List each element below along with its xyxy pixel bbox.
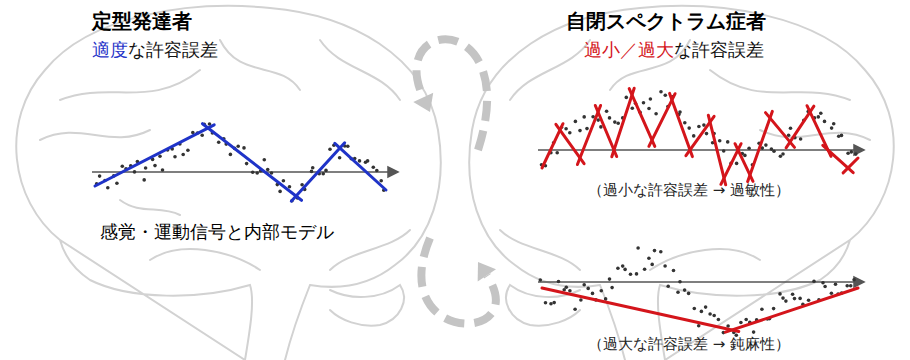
group-heading: 定型発達者 bbox=[92, 9, 192, 33]
text-line: （過大な許容誤差 → 鈍麻性） bbox=[588, 334, 790, 354]
brain-panel: 定型発達者適度な許容誤差感覚・運動信号と内部モデル bbox=[8, 0, 432, 300]
text-line: 過小／過大な許容誤差 bbox=[584, 38, 764, 62]
subheading: 過小／過大 bbox=[584, 39, 674, 60]
subheading: 適度 bbox=[92, 39, 128, 60]
text-line: 感覚・運動信号と内部モデル bbox=[100, 220, 334, 244]
annotation: （過小な許容誤差 → 過敏性） bbox=[588, 181, 790, 199]
subheading: 感覚・運動信号と内部モデル bbox=[100, 221, 334, 242]
dashed-arc bbox=[416, 39, 487, 150]
text-line: （過小な許容誤差 → 過敏性） bbox=[588, 180, 790, 200]
text-line: 自閉スペクトラム症者 bbox=[566, 8, 766, 35]
subheading: な許容誤差 bbox=[128, 39, 218, 60]
cycle-arrow bbox=[413, 39, 487, 150]
arrow-head bbox=[413, 93, 433, 112]
dashed-arc bbox=[421, 238, 495, 324]
text-line: 定型発達者 bbox=[92, 8, 192, 35]
subheading: な許容誤差 bbox=[674, 39, 764, 60]
brain-panel: 自閉スペクトラム症者過小／過大な許容誤差 （過小な許容誤差 → 過敏性） （過大な許… bbox=[476, 0, 902, 360]
arrow-head bbox=[478, 262, 496, 281]
annotation: （過大な許容誤差 → 鈍麻性） bbox=[588, 335, 790, 353]
cycle-arrow bbox=[421, 238, 496, 324]
group-heading: 自閉スペクトラム症者 bbox=[566, 9, 766, 33]
text-line: 適度な許容誤差 bbox=[92, 38, 218, 62]
